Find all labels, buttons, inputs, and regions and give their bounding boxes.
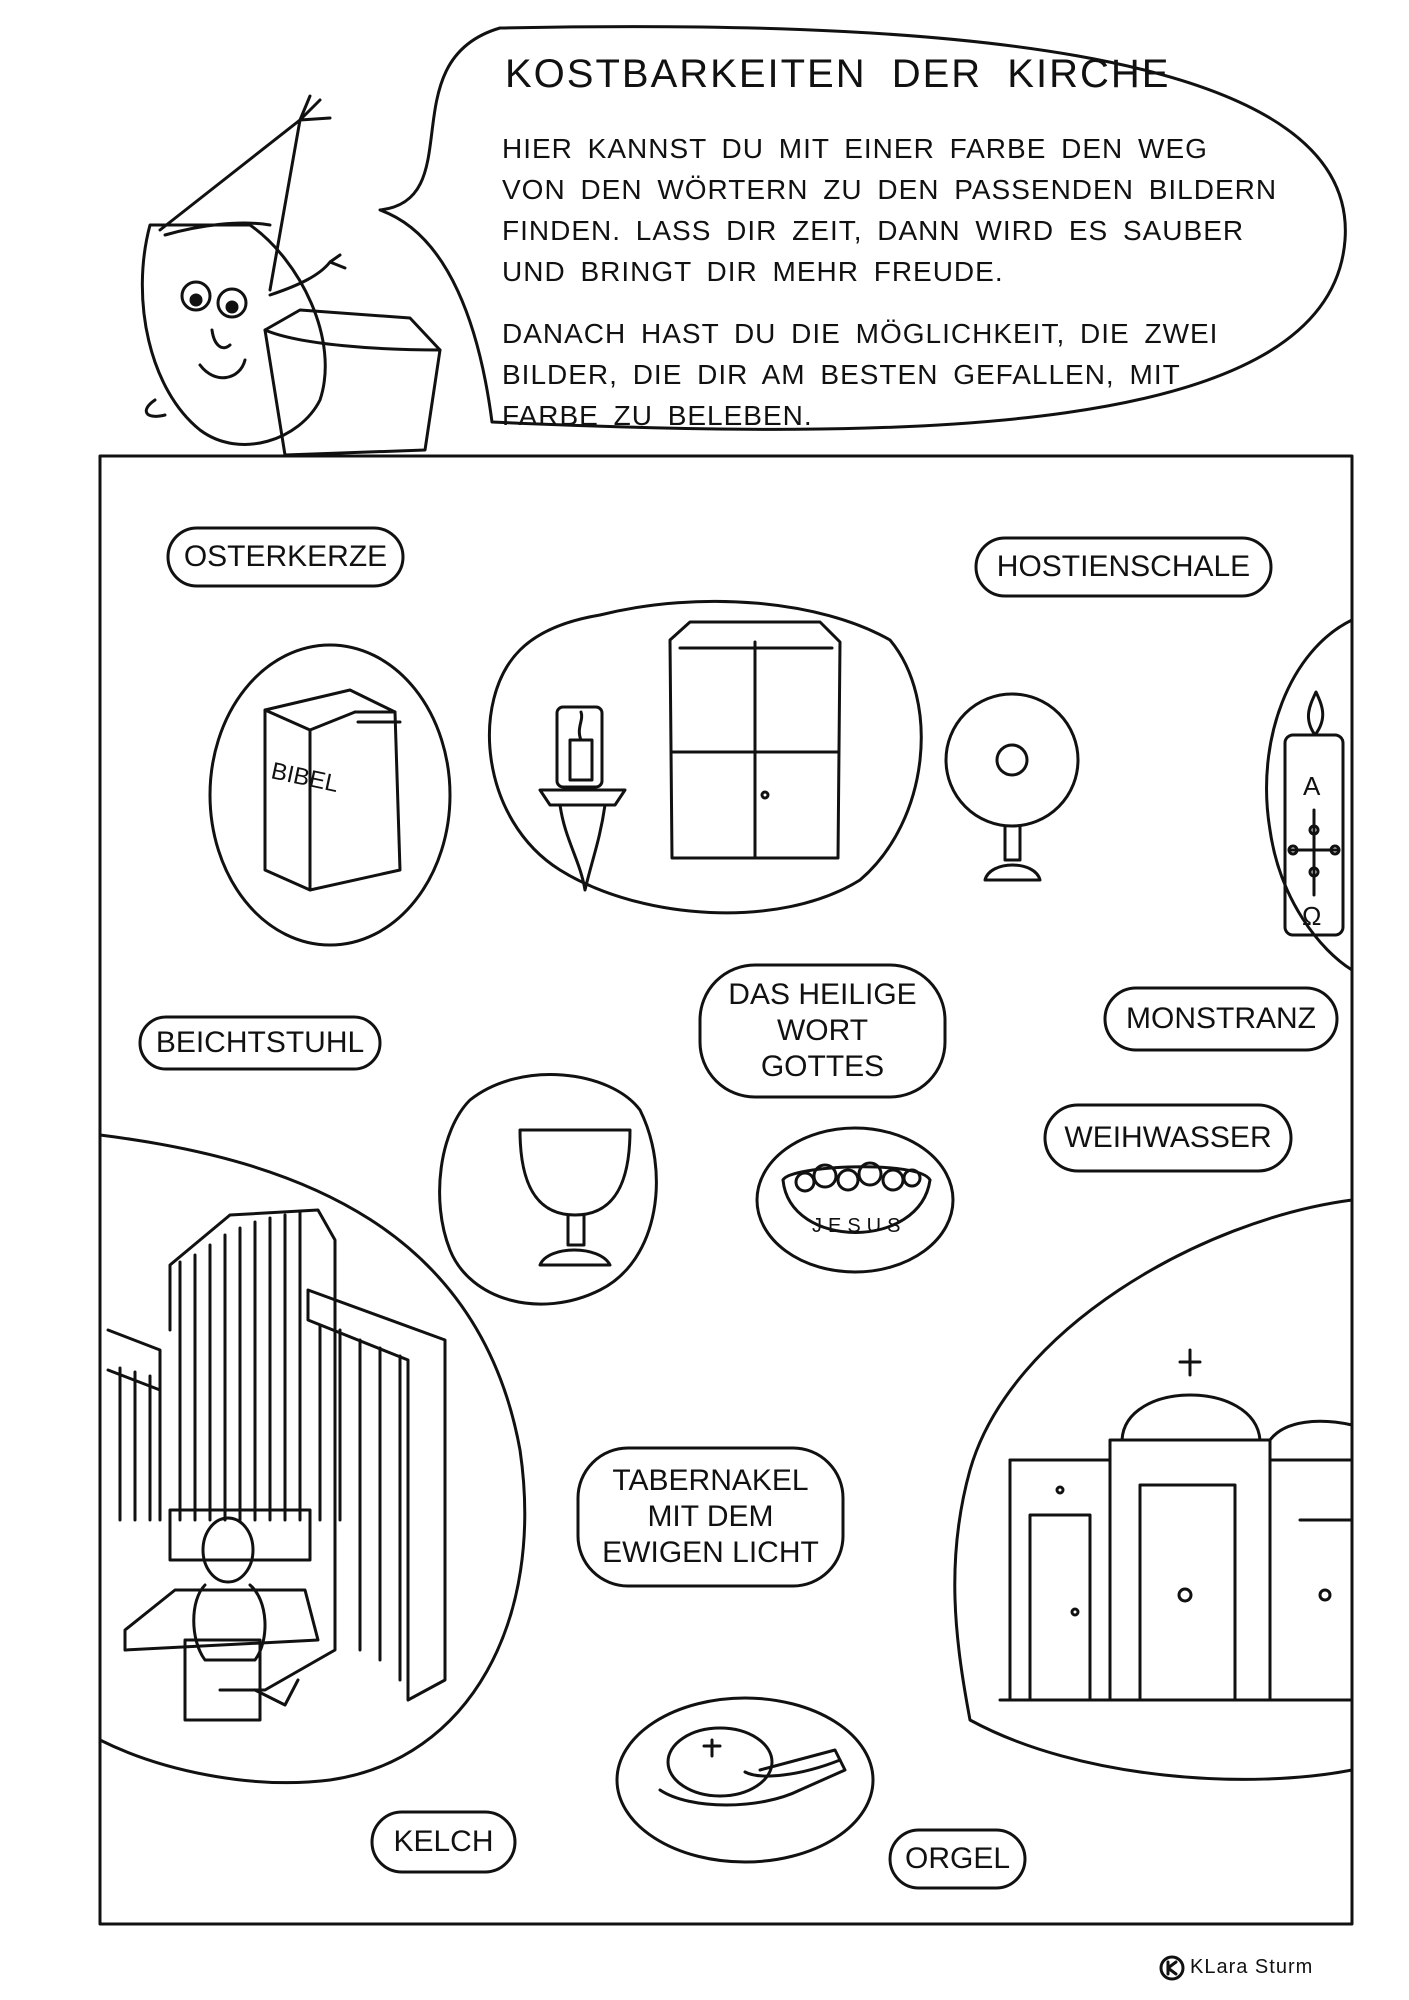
page-title: KOSTBARKEITEN DER KIRCHE: [505, 52, 1171, 96]
candle-alpha-text: A: [1303, 771, 1321, 801]
label-oval-hostienschale: [974, 536, 1273, 598]
instructions-paragraph-1: HIER KANNST DU MIT EINER FARBE DEN WEG V…: [502, 133, 1278, 287]
label-oval-tabernakel: [576, 1446, 845, 1588]
label-heilige-wort: DAS HEILIGE WORT GOTTES: [728, 978, 917, 1083]
chalice-icon: [518, 1128, 632, 1267]
copyright-mark-icon: [1159, 1955, 1185, 1981]
speech-bubble: [378, 25, 1347, 431]
label-tabernakel: TABERNAKEL MIT DEM EWIGEN LICHT: [602, 1464, 819, 1569]
label-beichtstuhl: BEICHTSTUHL: [155, 1026, 365, 1059]
tabernacle-cabinet-icon: [668, 620, 842, 860]
author-credit: KLara Sturm: [1190, 1956, 1314, 1978]
instructions-paragraph-2: DANACH HAST DU DIE MÖGLICHKEIT, DIE ZWEI…: [502, 318, 1219, 431]
mascot-character-icon: [140, 94, 442, 457]
label-oval-weihwasser: [1043, 1103, 1293, 1173]
exercise-frame: [98, 454, 1354, 1926]
label-oval-beichtstuhl: [138, 1015, 382, 1071]
pipe-organ-icon: [106, 1208, 447, 1722]
label-kelch: KELCH: [393, 1825, 494, 1858]
bowl-inscription-text: JESUS: [812, 1215, 906, 1237]
label-oval-monstranz: [1103, 986, 1339, 1052]
bible-cover-text: BIBEL: [269, 757, 341, 798]
communion-host-hands-icon: [658, 1726, 847, 1807]
sanctuary-lamp-icon: [538, 705, 627, 892]
label-oval-kelch: [370, 1810, 517, 1874]
label-monstranz: MONSTRANZ: [1126, 1002, 1316, 1035]
label-oval-osterkerze: [166, 526, 405, 588]
label-weihwasser: WEIHWASSER: [1064, 1121, 1272, 1154]
monstrance-icon: [944, 692, 1080, 882]
label-oval-orgel: [888, 1828, 1027, 1890]
label-oval-heilige-wort: [698, 963, 947, 1099]
candle-omega-text: Ω: [1302, 901, 1321, 931]
church-building-icon: [998, 1348, 1354, 1702]
label-orgel: ORGEL: [904, 1842, 1011, 1875]
host-bowl-icon: [781, 1161, 932, 1234]
bible-icon: [263, 688, 402, 892]
label-hostienschale: HOSTIENSCHALE: [996, 550, 1251, 583]
label-osterkerze: OSTERKERZE: [183, 540, 388, 573]
easter-candle-icon: [1283, 690, 1345, 937]
